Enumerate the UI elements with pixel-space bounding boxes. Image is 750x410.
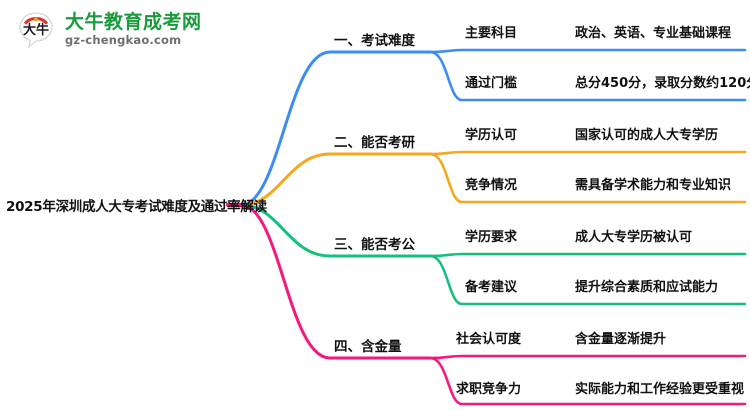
sub-value-2-2[interactable]: 需具备学术能力和专业知识 [575,178,732,193]
logo-title: 大牛教育成考网 [65,11,202,34]
logo-domain: gz-chengkao.com [65,33,182,48]
sub-key-1-2[interactable]: 通过门槛 [465,76,518,91]
branch-2-main-curve [239,152,432,207]
branch-4-fork-lower [428,356,747,406]
sub-key-4-1[interactable]: 社会认可度 [456,332,522,347]
branch-1-lines [239,48,747,207]
sub-value-4-1[interactable]: 含金量逐渐提升 [575,332,667,347]
sub-key-1-1[interactable]: 主要科目 [465,26,518,41]
branch-label-1[interactable]: 一、考试难度 [334,33,415,49]
sub-key-2-2[interactable]: 竞争情况 [465,178,518,193]
branch-1-fork-lower [428,50,747,102]
sub-value-1-1[interactable]: 政治、英语、专业基础课程 [575,26,732,41]
branch-4-main-curve [239,203,432,360]
sub-value-2-1[interactable]: 国家认可的成人大专学历 [575,128,719,143]
branch-label-2[interactable]: 二、能否考研 [334,135,415,151]
svg-text:大牛: 大牛 [23,22,49,38]
branch-3-lines [239,203,747,306]
sub-value-3-2[interactable]: 提升综合素质和应试能力 [575,280,719,295]
site-logo[interactable]: 大牛 大牛教育成考网 gz-chengkao.com [14,8,202,52]
branch-3-fork-lower [428,254,747,306]
branch-1-main-curve [239,50,432,207]
branch-3-fork-upper [428,252,747,258]
sub-key-2-1[interactable]: 学历认可 [465,128,518,143]
sub-key-3-1[interactable]: 学历要求 [465,230,518,245]
branch-3-main-curve [239,203,432,258]
branch-2-lines [239,150,747,207]
sub-key-3-2[interactable]: 备考建议 [465,280,518,295]
daniu-speech-bubble-logo-icon: 大牛 [14,8,58,52]
branch-2-fork-upper [428,150,747,156]
branch-label-3[interactable]: 三、能否考公 [334,237,415,253]
sub-value-3-1[interactable]: 成人大专学历被认可 [575,230,693,245]
sub-key-4-2[interactable]: 求职竞争力 [456,382,522,397]
branch-4-lines [239,203,747,406]
root-node-title: 2025年深圳成人大专考试难度及通过率解读 [6,199,267,215]
branch-2-fork-lower [428,152,747,204]
sub-value-4-2[interactable]: 实际能力和工作经验更受重视 [575,382,745,397]
sub-value-1-2[interactable]: 总分450分，录取分数约120分 [575,76,750,91]
branch-1-fork-upper [428,48,747,54]
branch-label-4[interactable]: 四、含金量 [334,339,402,355]
branch-4-fork-upper [428,354,747,360]
